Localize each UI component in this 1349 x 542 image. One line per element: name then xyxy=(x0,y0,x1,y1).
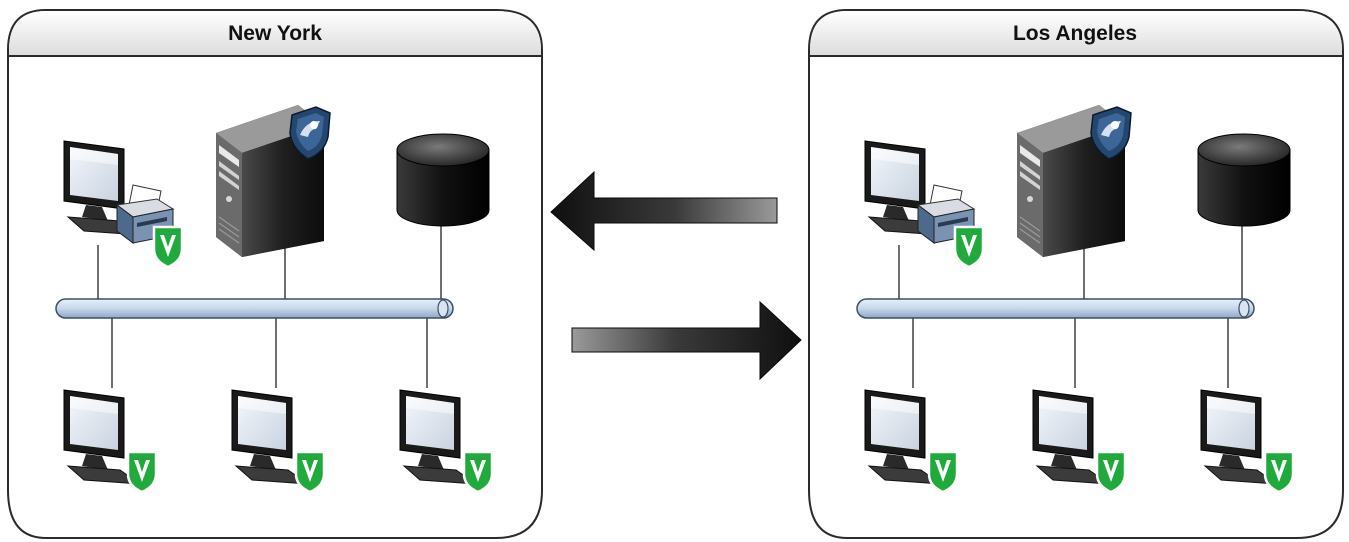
site-panel-new-york: New York xyxy=(7,9,543,539)
v-shield-badge-icon xyxy=(927,450,959,494)
v-shield-badge-icon xyxy=(294,450,326,494)
site-header-background xyxy=(810,11,1342,56)
network-bus xyxy=(55,298,454,319)
site-title: New York xyxy=(228,22,322,45)
database-cylinder-icon xyxy=(396,133,490,227)
database xyxy=(1197,133,1291,227)
database xyxy=(396,133,490,227)
v-shield-badge-icon xyxy=(462,450,494,494)
v-shield-badge-icon xyxy=(953,225,985,269)
database-cylinder-icon xyxy=(1197,133,1291,227)
server xyxy=(215,104,331,258)
v-shield-badge-icon xyxy=(152,225,184,269)
site-panel-los-angeles: Los Angeles xyxy=(808,9,1344,539)
network-links xyxy=(97,225,442,388)
replication-arrow-right xyxy=(571,300,802,381)
v-shield-badge-icon xyxy=(1263,450,1295,494)
v-shield-badge-icon xyxy=(126,450,158,494)
site-header-background xyxy=(9,11,541,56)
server xyxy=(1016,104,1132,258)
replication-arrow-left xyxy=(550,170,778,252)
network-bus xyxy=(856,298,1255,319)
network-links xyxy=(898,225,1243,388)
site-title: Los Angeles xyxy=(1013,22,1137,45)
v-shield-badge-icon xyxy=(1095,450,1127,494)
